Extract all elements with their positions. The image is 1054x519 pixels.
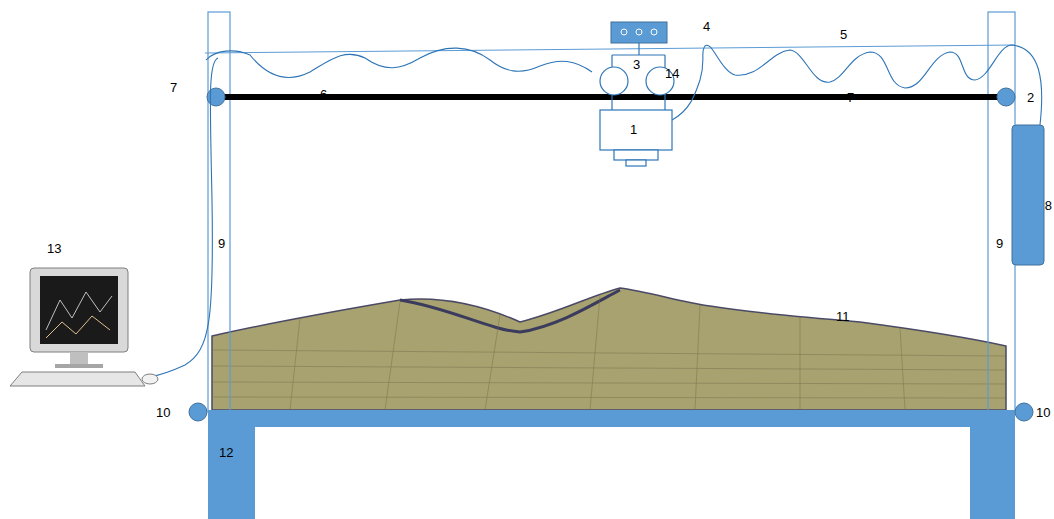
terrain-mesh — [212, 296, 1006, 410]
camera-lens — [614, 150, 658, 160]
base-joint — [189, 403, 207, 421]
rail-joint — [207, 88, 225, 106]
terrain-surface — [212, 288, 1006, 410]
callout-number: 1 — [629, 122, 638, 137]
indicator — [651, 29, 657, 35]
terrain-model — [212, 288, 1006, 410]
callout-number: 2 — [1027, 90, 1034, 105]
callout-number: 12 — [219, 445, 233, 460]
base-joint — [1015, 403, 1033, 421]
callout-number: 6 — [320, 87, 327, 102]
callout-number: 10 — [156, 405, 170, 420]
rail-joint — [997, 88, 1015, 106]
camera — [600, 110, 672, 150]
callout-number: 7 — [170, 80, 177, 95]
left-post — [208, 12, 230, 412]
wheel — [600, 67, 628, 95]
callout-number: 14 — [665, 66, 679, 81]
callout-number: 3 — [633, 57, 640, 72]
right-post — [988, 12, 1015, 412]
callout-number: 7 — [847, 90, 854, 105]
callout-number: 4 — [703, 19, 710, 34]
callout-number: 11 — [836, 309, 850, 324]
control-box — [611, 22, 667, 43]
camera-lens — [626, 160, 646, 166]
leg — [208, 427, 255, 519]
guide-line — [205, 45, 1015, 53]
indicator — [636, 29, 642, 35]
base-bar — [208, 410, 1015, 427]
callout-number: 9 — [996, 236, 1003, 251]
callout-number: 8 — [1045, 198, 1052, 213]
callout-number: 10 — [1036, 405, 1050, 420]
callout-number: 5 — [840, 27, 847, 42]
indicator — [621, 29, 627, 35]
terrain-ridge — [400, 290, 620, 332]
callout-number: 13 — [47, 241, 61, 256]
computer — [10, 268, 158, 386]
callout-number: 9 — [218, 236, 225, 251]
power-unit — [1012, 125, 1044, 265]
leg — [970, 427, 1015, 519]
data-cable — [150, 58, 218, 377]
